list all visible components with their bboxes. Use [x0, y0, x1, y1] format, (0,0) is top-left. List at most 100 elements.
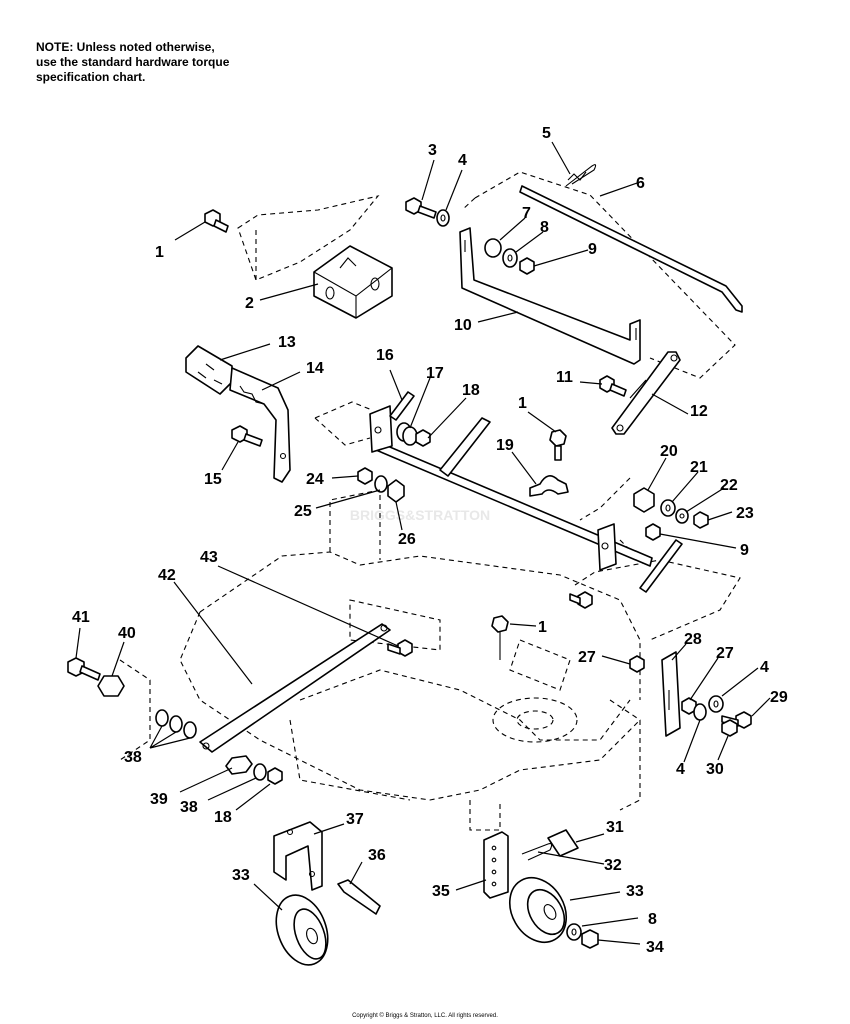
nut-part-18: [415, 429, 431, 447]
callout-12: 12: [690, 403, 708, 420]
washer-part-38-lower: [253, 763, 267, 781]
washer-stack-part-38: [155, 709, 197, 739]
callout-32: 32: [604, 857, 622, 874]
spacer-part-7: [484, 238, 502, 258]
callout-42: 42: [158, 567, 176, 584]
callout-27-right: 27: [716, 645, 734, 662]
hex-bolt-part-11: [599, 375, 627, 397]
callout-18-lower: 18: [214, 809, 232, 826]
nut-part-24: [357, 467, 373, 485]
nut-part-9: [519, 257, 535, 275]
callout-21: 21: [690, 459, 708, 476]
callout-10: 10: [454, 317, 472, 334]
lift-handle-part-14: [229, 367, 291, 483]
hex-bolt-part-1-lower: [569, 591, 593, 609]
washer-part-8-lower: [566, 923, 582, 941]
watermark-text: BRIGGS&STRATTON: [350, 507, 490, 523]
copyright-notice: Copyright © Briggs & Stratton, LLC. All …: [352, 1013, 498, 1019]
callout-33-left: 33: [232, 867, 250, 884]
washer-part-25: [374, 475, 388, 493]
callout-8: 8: [540, 219, 549, 236]
hairpin-clip-part-5: [565, 164, 597, 187]
hex-bolt-part-3: [405, 197, 437, 219]
callout-22: 22: [720, 477, 738, 494]
lift-arm-part-12: [611, 351, 681, 435]
callout-4: 4: [458, 152, 467, 169]
callout-11: 11: [556, 369, 573, 386]
callout-40: 40: [118, 625, 136, 642]
callout-14: 14: [306, 360, 324, 377]
hex-bolt-part-1: [204, 209, 229, 233]
callout-15: 15: [204, 471, 222, 488]
hex-bolt-part-43: [387, 639, 413, 657]
deck-bracket-part-2: [313, 245, 393, 319]
caster-wheel-part-33-left: [275, 894, 329, 966]
nut-part-27: [629, 655, 645, 673]
callout-9-right: 9: [740, 542, 749, 559]
callout-17: 17: [426, 365, 444, 382]
lift-link-part-10: [459, 227, 641, 365]
callout-36: 36: [368, 847, 386, 864]
caster-wheel-part-33-right: [508, 877, 568, 943]
callout-16: 16: [376, 347, 394, 364]
bushing-part-26: [387, 479, 405, 503]
callout-1-center: 1: [518, 395, 527, 412]
callout-23: 23: [736, 505, 754, 522]
callout-20: 20: [660, 443, 678, 460]
callout-28: 28: [684, 631, 702, 648]
note-line-3: specification chart.: [36, 70, 146, 84]
callout-4-lower: 4: [676, 761, 685, 778]
callout-19: 19: [496, 437, 514, 454]
lift-rod-part-6: [519, 185, 743, 313]
washer-part-4-lower: [693, 703, 707, 721]
callout-29: 29: [770, 689, 788, 706]
callout-27: 27: [578, 649, 596, 666]
callout-38-lower: 38: [180, 799, 198, 816]
hex-bolt-part-15: [231, 425, 263, 447]
nut-part-18-lower: [267, 767, 283, 785]
callout-24: 24: [306, 471, 324, 488]
callout-8-lower: 8: [648, 911, 657, 928]
callout-31: 31: [606, 819, 624, 836]
frame-outline-top-right: [461, 171, 736, 379]
hairpin-clip-part-32: [521, 843, 553, 861]
callout-3: 3: [428, 142, 437, 159]
frame-outline-top-left: [237, 195, 380, 281]
note-line-1: NOTE: Unless noted otherwise,: [36, 40, 215, 54]
callout-5: 5: [542, 125, 551, 142]
spacer-part-39: [225, 755, 253, 775]
callout-35: 35: [432, 883, 450, 900]
washer-part-8: [502, 248, 518, 268]
lift-shaft-part-16: [369, 391, 683, 593]
wheel-bracket-part-35: [483, 831, 509, 899]
callout-13: 13: [278, 334, 296, 351]
callout-9: 9: [588, 241, 597, 258]
spring-part-17: [396, 422, 418, 446]
deck-outline: [119, 489, 641, 831]
callout-39: 39: [150, 791, 168, 808]
hex-bolt-part-1-center: [549, 429, 567, 461]
nut-part-23: [693, 511, 709, 529]
callout-41: 41: [72, 609, 90, 626]
callout-4-right: 4: [760, 659, 769, 676]
washer-part-4: [436, 209, 450, 227]
callout-2: 2: [245, 295, 254, 312]
washer-part-4-right: [708, 695, 724, 713]
hex-bolt-deck: [491, 615, 509, 660]
anti-scalp-bracket-part-28: [661, 651, 681, 737]
callout-34: 34: [646, 939, 664, 956]
hex-bolt-part-30: [721, 719, 738, 737]
bearing-clamp-part-19: [529, 475, 569, 497]
callout-30: 30: [706, 761, 724, 778]
callout-18: 18: [462, 382, 480, 399]
callout-37: 37: [346, 811, 364, 828]
washer-part-22: [675, 508, 689, 524]
torque-note: NOTE: Unless noted otherwise, use the st…: [36, 40, 276, 85]
nut-part-9-right: [645, 523, 661, 541]
handle-grip-part-13: [185, 345, 233, 395]
leader-lines: [75, 141, 771, 945]
hex-bolt-part-41: [67, 657, 101, 681]
lift-shaft-outline: [314, 401, 741, 641]
callout-33-right: 33: [626, 883, 644, 900]
flange-nut-part-20: [633, 487, 655, 513]
